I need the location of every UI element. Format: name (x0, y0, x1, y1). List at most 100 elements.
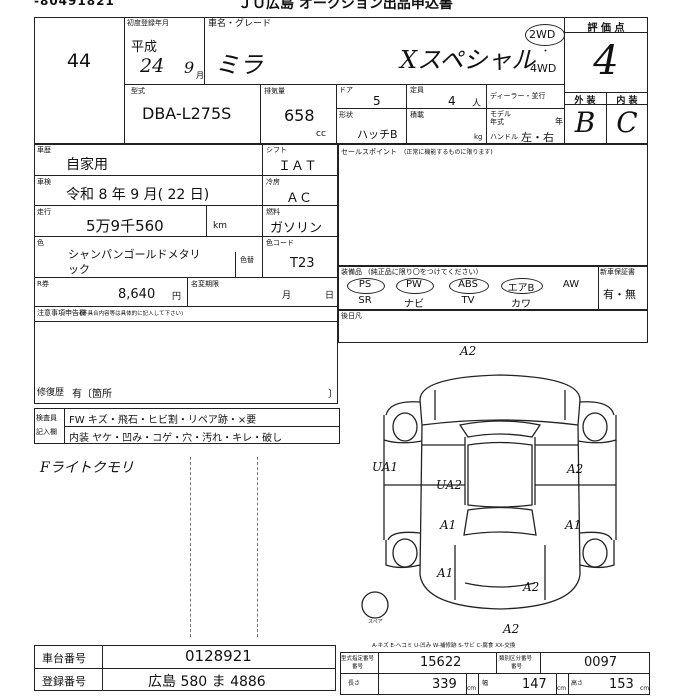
handwritten-note: Fライトクモリ (40, 460, 134, 476)
type-cert-label: 型式指定番号 (341, 656, 375, 662)
form-number: -80491821 (34, 0, 115, 8)
damage-mark-left-rear: A1 (437, 566, 454, 580)
handle-label: ハンドル (490, 133, 518, 141)
usage-section-frame (34, 144, 338, 404)
tax-label: 名変期限 (191, 280, 219, 288)
damage-mark-right-front: A2 (567, 462, 584, 476)
tax-month: 月 (282, 291, 292, 301)
length: 339 (432, 677, 457, 692)
shape: ハッチB (357, 128, 398, 141)
overall-score: 4 (593, 38, 619, 84)
exterior-label: 外 装 (574, 96, 596, 106)
shape-label: 形状 (339, 111, 353, 119)
displacement-label: 排気量 (264, 87, 285, 95)
class-label: 類別区分番号 (499, 656, 533, 662)
class-number: 0097 (584, 655, 618, 670)
car-diagram (361, 374, 617, 619)
selling-points-sub: (正常に機能するものに限ります) (404, 149, 493, 156)
fuel-label: 燃料 (266, 208, 280, 216)
yen-unit: 円 (172, 292, 182, 302)
inspection-label: 車検 (37, 178, 51, 186)
inspection-date: 令和 8 年 9 月( 22 日) (66, 187, 210, 203)
era: 平成 (131, 40, 158, 55)
year-unit: 年 (555, 117, 563, 126)
equipment-sub: (純正品に限り〇をつけてください) (368, 268, 479, 276)
damage-mark-right-door: A1 (565, 518, 582, 532)
model-year-label: モデル年式 (490, 110, 511, 126)
car-name: ミラ (215, 51, 263, 79)
opt-ps-circle (347, 278, 385, 294)
recycle-amount: 8,640 (118, 287, 156, 302)
color-line2: ック (68, 263, 90, 276)
opt-aw: AW (562, 279, 580, 290)
opt-pw-circle (396, 278, 434, 294)
tax-day: 日 (325, 291, 335, 301)
opt-airbag-circle (501, 278, 543, 294)
exterior-score: B (574, 106, 596, 139)
fuel: ガソリン (270, 221, 323, 236)
color-label: 色 (37, 239, 44, 247)
damage-mark-left-door-2: A1 (440, 518, 457, 532)
load-unit: kg (474, 133, 483, 141)
damage-mark-hood: A2 (460, 344, 477, 358)
cc-unit: cc (316, 129, 326, 139)
ac: ＡＣ (286, 191, 313, 206)
notes-sub: (不具合内容等は具体的に記入して下さい) (80, 311, 184, 317)
opt-pw: PW (406, 279, 422, 290)
color-code-label: 色コード (266, 239, 294, 247)
height-label: 高さ (571, 680, 584, 687)
repair-value: 有〔箇所 (72, 389, 112, 400)
notes-label: 注意事項申告欄 (37, 309, 86, 317)
reg-label: 登録番号 (42, 675, 86, 688)
damage-mark-bumper: A2 (503, 622, 520, 636)
displacement: 658 (284, 106, 315, 125)
interior-label: 内 装 (616, 96, 638, 106)
opt-tv: TV (461, 295, 475, 306)
type-cert-sub: 番号 (352, 664, 364, 670)
inspector-line-1: FW キズ・飛石・ヒビ割・リペア跡・×要 (69, 415, 257, 426)
inspector-line-2: 内装 ヤケ・凹み・コゲ・穴・汚れ・キレ・破し (69, 433, 283, 444)
history: 自家用 (66, 157, 108, 173)
color-change-label: 色替 (240, 256, 254, 264)
month-unit: 月 (196, 71, 204, 80)
mileage-label: 走行 (37, 208, 51, 216)
repair-label: 修復歴 (37, 388, 65, 398)
first-reg-label: 初度登録年月 (127, 19, 169, 27)
shift-label: シフト (266, 146, 287, 154)
type-cert: 15622 (420, 655, 462, 670)
length-label: 長さ (348, 680, 361, 687)
inspector-label-2: 記入欄 (36, 428, 57, 436)
equipment-label: 装備品 (341, 268, 362, 276)
opt-ps: PS (358, 279, 372, 290)
mileage: 5万9千560 (86, 217, 164, 235)
class-sub: 番号 (511, 664, 523, 670)
doors-label: ドア (339, 86, 353, 94)
reg-number: 広島 580 ま 4886 (148, 674, 266, 690)
opt-leather: カワ (511, 299, 531, 310)
grade: Xスペシャル (400, 46, 536, 74)
drive-4wd: 4WD (530, 62, 557, 75)
damage-mark-left-door: UA2 (436, 478, 463, 492)
after-frame (338, 310, 648, 343)
opt-abs: ABS (458, 279, 478, 290)
damage-mark-left-front: UA1 (372, 460, 399, 474)
damage-mark-rear: A2 (523, 580, 540, 594)
inspector-label-1: 検査員 (36, 414, 57, 422)
top-section-frame (34, 17, 648, 144)
height-unit: cm (640, 685, 650, 692)
form-title: ＪＵ広島 オークション出品申込書 (238, 0, 453, 12)
car-name-label: 車名・グレード (208, 19, 272, 29)
color-code: T23 (290, 256, 315, 271)
dealer-label: ディーラー・並行 (490, 92, 546, 100)
opt-abs-circle (449, 278, 489, 294)
warranty: 有・無 (603, 288, 636, 301)
drive-dot: ・ (541, 47, 551, 57)
handle: 左・右 (521, 131, 554, 144)
first-reg-month: 9 (184, 58, 195, 77)
selling-points-label: セールスポイント (341, 148, 397, 156)
drive-2wd-circle (525, 24, 565, 46)
doors: 5 (373, 94, 381, 108)
capacity-unit: 人 (472, 99, 482, 109)
length-unit: cm (467, 685, 477, 692)
spare-label: スペア (368, 619, 383, 625)
